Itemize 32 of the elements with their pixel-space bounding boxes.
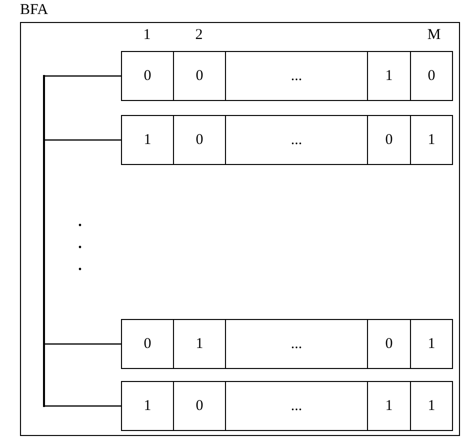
bit-cell: 1 (368, 382, 411, 430)
connector-line (44, 343, 121, 345)
bit-array-row (121, 381, 453, 431)
column-index: 2 (194, 27, 204, 44)
bit-cell: 1 (174, 320, 226, 368)
bit-cell: 0 (368, 116, 411, 164)
bit-array-row (121, 51, 453, 101)
bit-cell: ... (226, 116, 368, 164)
connector-line (44, 75, 121, 77)
connector-line (44, 405, 121, 407)
bit-array-row (121, 115, 453, 165)
bit-cell: ... (226, 382, 368, 430)
bit-cell: ... (226, 52, 368, 100)
bit-cell: 0 (174, 116, 226, 164)
column-index: 1 (142, 27, 152, 44)
bit-cell: 0 (368, 320, 411, 368)
bit-cell: 1 (122, 382, 174, 430)
bit-array-row (121, 319, 453, 369)
bit-cell: 1 (122, 116, 174, 164)
bit-cell: 1 (411, 320, 452, 368)
bit-cell: 1 (411, 116, 452, 164)
bit-cell: 0 (174, 382, 226, 430)
column-index: M (427, 27, 441, 44)
connector-line (44, 139, 121, 141)
bit-cell: 0 (122, 52, 174, 100)
bit-cell: 1 (411, 382, 452, 430)
bit-cell: ... (226, 320, 368, 368)
bit-cell: 0 (174, 52, 226, 100)
bit-cell: 0 (411, 52, 452, 100)
bit-cell: 0 (122, 320, 174, 368)
bit-cell: 1 (368, 52, 411, 100)
frame-title: BFA (20, 2, 48, 19)
